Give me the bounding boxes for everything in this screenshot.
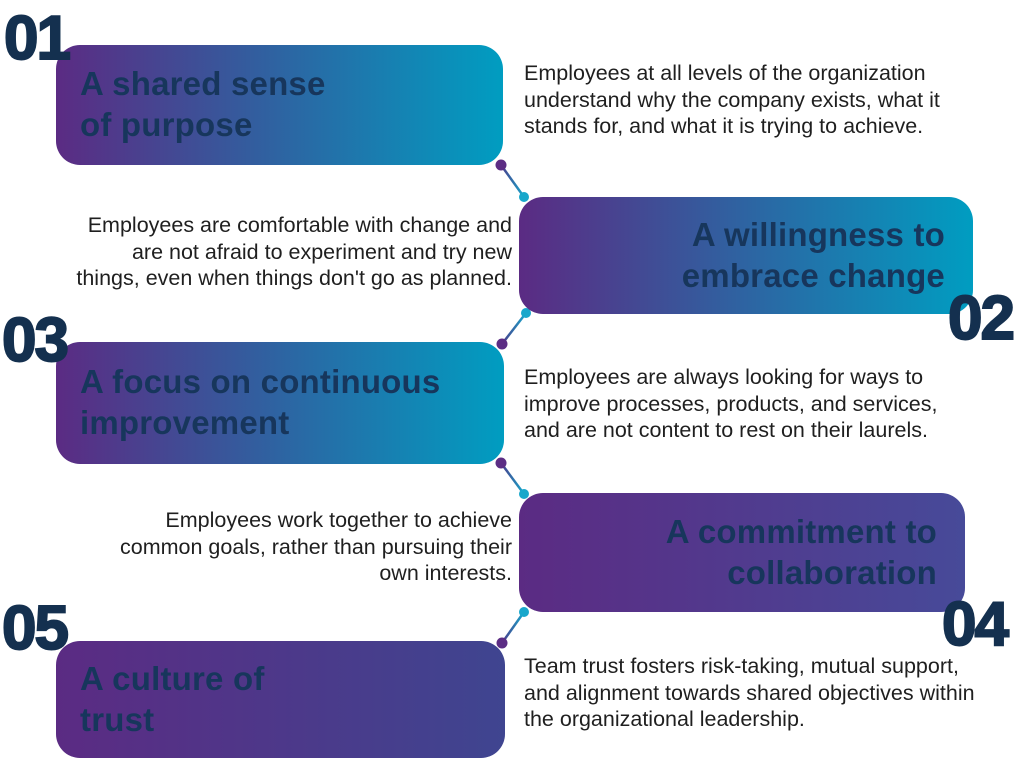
connector-1 — [495, 159, 529, 202]
item-description-3: Employees are always looking for ways to… — [524, 365, 938, 442]
item-description-5: Team trust fosters risk-taking, mutual s… — [524, 654, 975, 731]
item-number-4: 04 — [941, 590, 1010, 659]
item-card-5: A culture of trust — [56, 641, 505, 758]
item-title-4: A commitment to collaboration — [665, 512, 937, 591]
connector-dot-purple — [496, 338, 508, 350]
item-title-5: A culture of trust — [80, 659, 265, 738]
item-number-2: 02 — [947, 284, 1016, 353]
item-card-1: A shared sense of purpose — [56, 45, 503, 165]
connector-dot-teal — [519, 192, 529, 202]
item-card-4: A commitment to collaboration — [519, 493, 965, 612]
item-title-1: A shared sense of purpose — [80, 65, 326, 143]
item-title-2: A willingness to embrace change — [681, 215, 945, 294]
item-number-3: 03 — [1, 306, 70, 375]
item-number-5: 05 — [1, 594, 70, 663]
item-number-1: 01 — [3, 4, 72, 73]
connector-dot-purple — [496, 637, 508, 649]
item-description-1: Employees at all levels of the organizat… — [524, 61, 940, 138]
connector-2 — [496, 308, 531, 350]
connector-4 — [496, 607, 529, 649]
item-card-2: A willingness to embrace change — [519, 197, 973, 314]
item-description-2: Employees are comfortable with change an… — [76, 213, 512, 290]
connector-dot-teal — [519, 607, 529, 617]
connector-dot-purple — [495, 159, 507, 171]
item-card-3: A focus on continuous improvement — [56, 342, 504, 464]
connector-dot-purple — [495, 457, 507, 469]
connector-3 — [495, 457, 529, 499]
item-description-4: Employees work together to achieve commo… — [120, 508, 512, 585]
item-title-3: A focus on continuous improvement — [80, 363, 441, 441]
